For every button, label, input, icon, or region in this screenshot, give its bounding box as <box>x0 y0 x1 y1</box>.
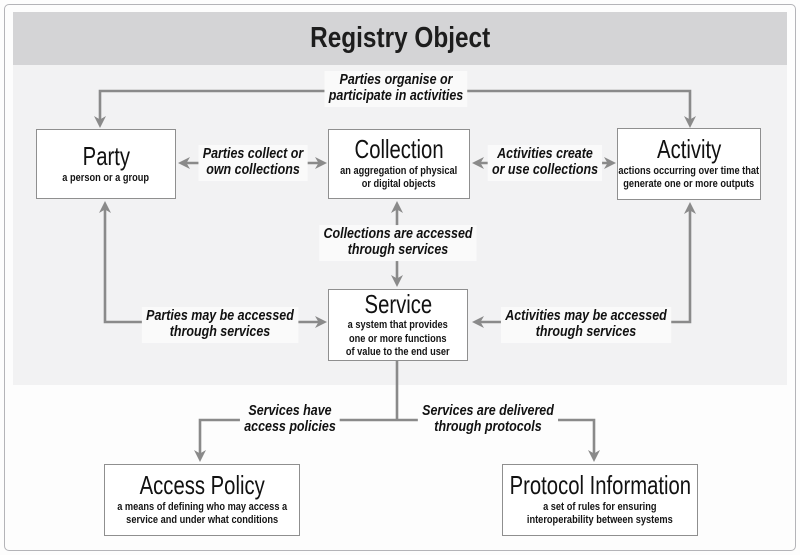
collection-box: Collection an aggregation of physical or… <box>328 129 470 199</box>
edge-label-parties-accessed: Parties may be accessed through services <box>141 307 299 343</box>
party-title: Party <box>82 141 130 172</box>
connector-line <box>103 207 321 324</box>
arrowhead-down-icon <box>391 275 403 287</box>
edge-label-services-protocols: Services are delivered through protocols <box>417 402 559 438</box>
arrowhead-down-icon <box>94 116 106 128</box>
protocol-information-title: Protocol Information <box>509 470 691 501</box>
arrowhead-down-icon <box>194 450 206 462</box>
connector-line <box>477 208 692 324</box>
connector-line <box>198 418 596 456</box>
edge-label-parties-collect: Parties collect or own collections <box>198 145 308 181</box>
edge-label-collections-accessed: Collections are accessed through service… <box>319 225 477 261</box>
access-policy-title: Access Policy <box>139 470 265 501</box>
activity-box: Activity actions occurring over time tha… <box>617 128 761 200</box>
arrowhead-right-icon <box>604 157 616 169</box>
service-title: Service <box>364 288 432 319</box>
arrowhead-left-icon <box>472 316 484 328</box>
protocol-information-subtitle: a set of rules for ensuring interoperabi… <box>527 500 673 527</box>
arrowhead-up-icon <box>99 201 111 213</box>
arrowhead-up-icon <box>391 201 403 213</box>
access-policy-subtitle: a means of defining who may access a ser… <box>117 500 287 527</box>
access-policy-box: Access Policy a means of defining who ma… <box>104 464 300 536</box>
arrowhead-right-icon <box>315 316 327 328</box>
edge-label-services-policies: Services have access policies <box>239 402 341 438</box>
arrowhead-down-icon <box>588 450 600 462</box>
service-subtitle: a system that provides one or more funct… <box>346 319 450 358</box>
arrowhead-down-icon <box>684 116 696 128</box>
activity-title: Activity <box>656 134 722 165</box>
party-box: Party a person or a group <box>36 129 176 199</box>
collection-title: Collection <box>354 134 444 165</box>
collection-subtitle: an aggregation of physical or digital ob… <box>340 164 458 191</box>
edge-label-parties-organise: Parties organise or participate in activ… <box>324 71 468 107</box>
arrowhead-left-icon <box>178 157 190 169</box>
header-band: Registry Object <box>13 12 787 65</box>
page-title: Registry Object <box>309 22 491 54</box>
edge-label-activities-create: Activities create or use collections <box>487 145 603 181</box>
edge-label-activities-accessed: Activities may be accessed through servi… <box>500 307 672 343</box>
arrowhead-left-icon <box>472 157 484 169</box>
protocol-information-box: Protocol Information a set of rules for … <box>502 464 698 536</box>
connector-service-branches <box>194 361 600 462</box>
arrowhead-right-icon <box>315 157 327 169</box>
service-box: Service a system that provides one or mo… <box>328 289 468 361</box>
party-subtitle: a person or a group <box>62 171 150 184</box>
arrowhead-up-icon <box>684 202 696 214</box>
activity-subtitle: actions occurring over time that generat… <box>618 164 760 191</box>
